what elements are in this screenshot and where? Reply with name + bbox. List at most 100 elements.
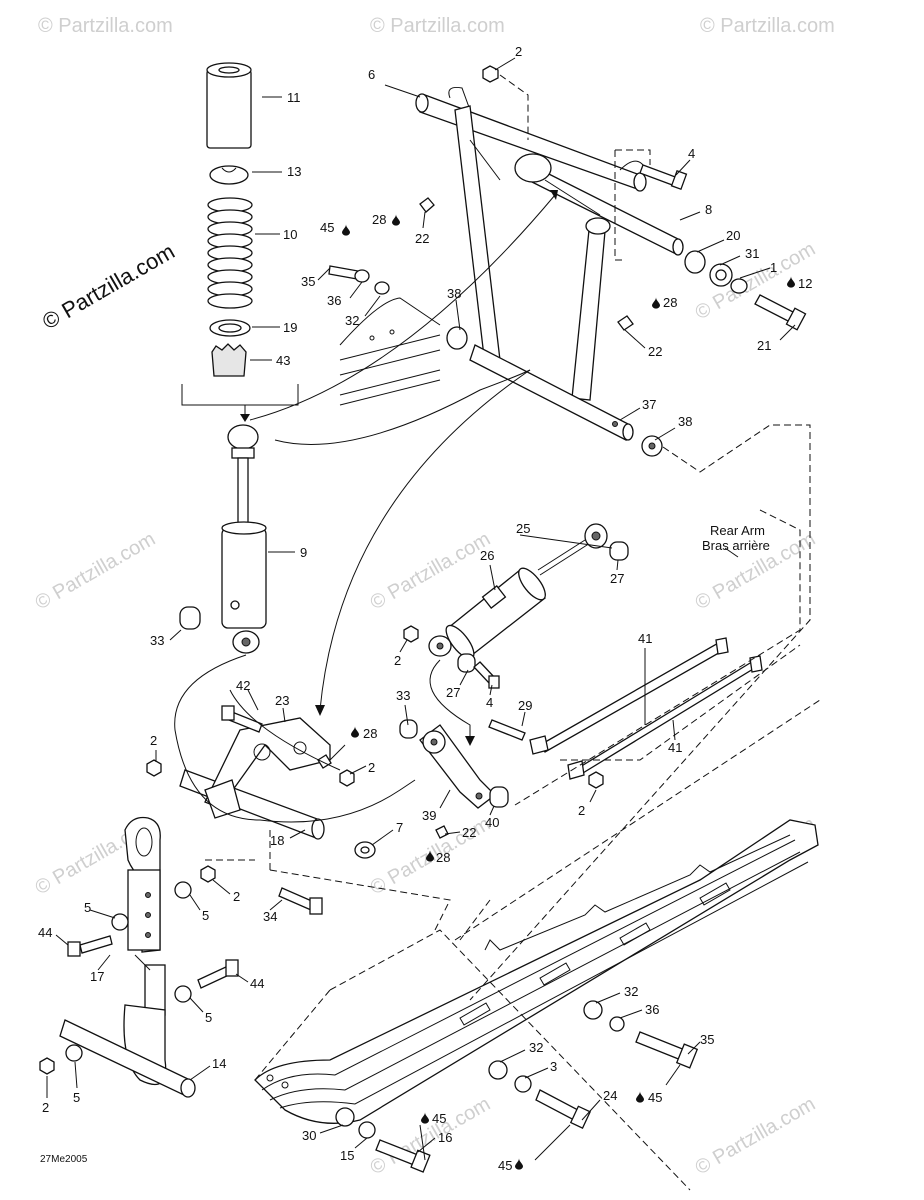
lubricant-drop-icon	[392, 214, 400, 226]
leader-lines	[46, 57, 821, 1191]
callout-38: 38	[678, 414, 692, 429]
callout-34: 34	[263, 909, 277, 924]
callout-23: 23	[275, 693, 289, 708]
callout-30: 30	[302, 1128, 316, 1143]
callout-12: 12	[798, 276, 812, 291]
callout-5: 5	[205, 1010, 212, 1025]
callout-41: 41	[668, 740, 682, 755]
callout-9: 9	[300, 545, 307, 560]
callout-42: 42	[236, 678, 250, 693]
watermark: © Partzilla.com	[370, 15, 505, 37]
callout-21: 21	[757, 338, 771, 353]
callout-31: 31	[745, 246, 759, 261]
callout-33: 33	[396, 688, 410, 703]
callout-2: 2	[150, 733, 157, 748]
rear-arm-assembly	[399, 523, 763, 839]
callout-40: 40	[485, 815, 499, 830]
callout-2: 2	[515, 44, 522, 59]
callout-5: 5	[202, 908, 209, 923]
callout-2: 2	[394, 653, 401, 668]
callout-27: 27	[446, 685, 460, 700]
callout-2: 2	[368, 760, 375, 775]
watermark: © Partzilla.com	[367, 1093, 495, 1179]
callout-5: 5	[84, 900, 91, 915]
slide-rail	[254, 819, 819, 1173]
callout-2: 2	[42, 1100, 49, 1115]
callout-18: 18	[270, 833, 284, 848]
shock-spring-assembly	[179, 62, 299, 654]
callout-36: 36	[327, 293, 341, 308]
callout-37: 37	[642, 397, 656, 412]
callout-28: 28	[363, 726, 377, 741]
callout-4: 4	[688, 146, 695, 161]
callout-5: 5	[73, 1090, 80, 1105]
watermark: © Partzilla.com	[367, 528, 495, 614]
callout-10: 10	[283, 227, 297, 242]
callout-45: 45	[648, 1090, 662, 1105]
watermark: © Partzilla.com	[32, 528, 160, 614]
callout-17: 17	[90, 969, 104, 984]
lubricant-drop-icon	[787, 276, 795, 288]
callout-45: 45	[498, 1158, 512, 1173]
watermark: © Partzilla.com	[38, 15, 173, 37]
lubricant-drop-icon	[342, 224, 350, 236]
callout-35: 35	[700, 1032, 714, 1047]
callout-4: 4	[486, 695, 493, 710]
callout-44: 44	[250, 976, 264, 991]
callout-2: 2	[233, 889, 240, 904]
front-arm-assembly	[328, 65, 807, 457]
callout-32: 32	[529, 1040, 543, 1055]
callout-45: 45	[320, 220, 334, 235]
rail-fragment-top	[339, 297, 441, 406]
lubricant-drop-icon	[351, 726, 359, 738]
callout-25: 25	[516, 521, 530, 536]
callout-27: 27	[610, 571, 624, 586]
figure-code: 27Me2005	[40, 1154, 88, 1165]
callout-8: 8	[705, 202, 712, 217]
lubricant-drop-icon	[652, 297, 660, 309]
callout-15: 15	[340, 1148, 354, 1163]
callout-22: 22	[462, 825, 476, 840]
callout-29: 29	[518, 698, 532, 713]
callout-22: 22	[648, 344, 662, 359]
callout-28: 28	[663, 295, 677, 310]
callout-28: 28	[372, 212, 386, 227]
watermark: © Partzilla.com	[700, 15, 835, 37]
callout-3: 3	[550, 1059, 557, 1074]
lubricant-drop-icon	[636, 1091, 644, 1103]
callout-20: 20	[726, 228, 740, 243]
callout-26: 26	[480, 548, 494, 563]
brand-watermark: © Partzilla.com	[38, 239, 179, 335]
callout-labels: 11 13 10 19 43 9 33 6 2 4 8 20 31 1 12 2…	[38, 44, 812, 1173]
callout-6: 6	[368, 67, 375, 82]
callout-33: 33	[150, 633, 164, 648]
callout-43: 43	[276, 353, 290, 368]
watermark: © Partzilla.com	[692, 1093, 820, 1179]
callout-2: 2	[578, 803, 585, 818]
callout-45: 45	[432, 1111, 446, 1126]
callout-39: 39	[422, 808, 436, 823]
stopper-assembly	[39, 816, 239, 1098]
callout-35: 35	[301, 274, 315, 289]
callout-1: 1	[770, 260, 777, 275]
lubricant-drop-icon	[515, 1158, 523, 1170]
lubricant-drop-icon	[421, 1112, 429, 1124]
rear-arm-label-fr: Bras arrière	[702, 538, 770, 553]
rear-arm-label: Rear Arm	[710, 523, 765, 538]
callout-11: 11	[287, 90, 301, 105]
callout-38: 38	[447, 286, 461, 301]
callout-19: 19	[283, 320, 297, 335]
callout-24: 24	[603, 1088, 617, 1103]
callout-32: 32	[624, 984, 638, 999]
callout-28: 28	[436, 850, 450, 865]
callout-22: 22	[415, 231, 429, 246]
callout-44: 44	[38, 925, 52, 940]
callout-16: 16	[438, 1130, 452, 1145]
callout-14: 14	[212, 1056, 226, 1071]
lower-pivot-assembly	[146, 705, 376, 915]
callout-32: 32	[345, 313, 359, 328]
callout-7: 7	[396, 820, 403, 835]
callout-41: 41	[638, 631, 652, 646]
callout-13: 13	[287, 164, 301, 179]
